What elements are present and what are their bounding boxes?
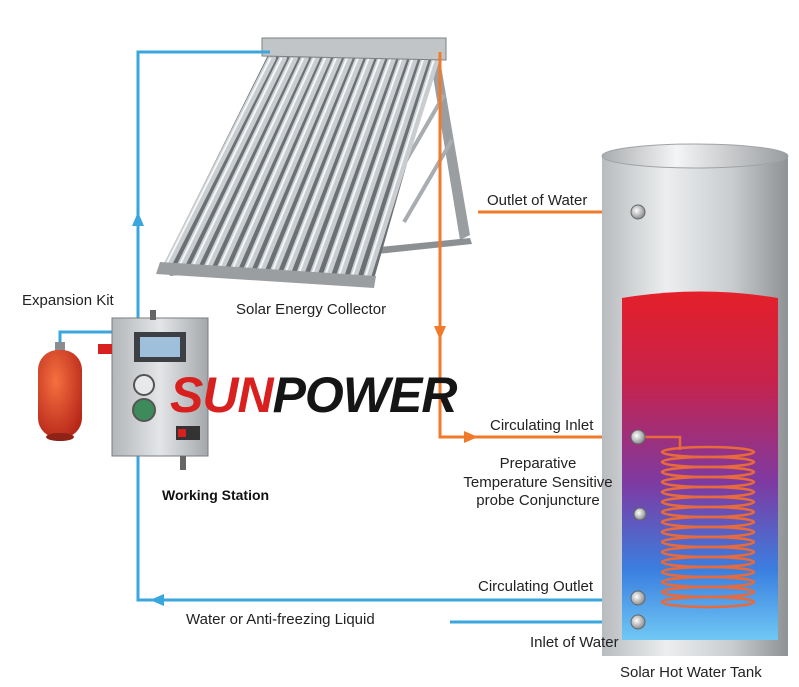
label-solar-collector: Solar Energy Collector: [236, 301, 386, 318]
vacuum-tube-highlight: [336, 57, 414, 279]
label-inlet-of-water: Inlet of Water: [530, 634, 619, 651]
flow-arrow-left-icon: [150, 594, 164, 606]
vacuum-tube-highlight: [350, 57, 425, 280]
working-station: [98, 310, 209, 470]
expansion-kit-valve: [55, 342, 65, 352]
vacuum-tube: [162, 54, 276, 272]
vacuum-tube: [188, 54, 298, 274]
sensor-port: [633, 507, 647, 521]
station-pump-icon: [132, 398, 156, 422]
heat-exchanger-coil: [645, 435, 756, 609]
vacuum-tube: [255, 54, 353, 278]
brand-logo-part2: POWER: [273, 367, 458, 423]
vacuum-tube: [362, 54, 440, 284]
collector-tubes: [162, 54, 440, 284]
solar-collector: [156, 37, 472, 288]
vacuum-tube-highlight: [176, 57, 283, 270]
expansion-kit-base: [46, 433, 74, 441]
vacuum-tube: [282, 54, 375, 280]
vacuum-tube: [308, 54, 397, 281]
label-probe-line3: probe Conjuncture: [476, 492, 599, 509]
station-display: [140, 337, 180, 357]
vacuum-tube-highlight: [190, 57, 294, 271]
label-expansion-kit: Expansion Kit: [22, 292, 115, 309]
label-liquid: Water or Anti-freezing Liquid: [186, 611, 375, 628]
vacuum-tube: [335, 54, 419, 283]
vacuum-tube-highlight: [230, 57, 327, 273]
vacuum-tube-highlight: [283, 57, 370, 276]
expansion-kit: [38, 342, 82, 441]
expansion-kit-vessel: [38, 350, 82, 438]
vacuum-tube-highlight: [243, 57, 338, 274]
label-circulating-inlet: Circulating Inlet: [490, 417, 594, 434]
vacuum-tube: [348, 54, 430, 284]
hot-water-tank: [601, 143, 789, 656]
circulating-outlet-port: [630, 590, 646, 606]
label-working-station: Working Station: [162, 487, 269, 503]
brand-logo: SUNPOWER: [170, 367, 457, 423]
station-fitting: [180, 456, 186, 470]
inlet-port: [630, 614, 646, 630]
flow-arrow-up-icon: [132, 212, 144, 226]
vacuum-tube-highlight: [203, 57, 305, 271]
tank-top: [601, 143, 789, 169]
coil-lead: [645, 435, 682, 450]
circulating-inlet-port: [630, 429, 646, 445]
coil-turn: [660, 595, 756, 609]
vacuum-tube-highlight: [270, 57, 359, 275]
vacuum-tube-highlight: [323, 57, 403, 278]
flow-arrow-right-icon: [464, 431, 478, 443]
vacuum-tube-highlight: [256, 57, 348, 274]
collector-bottom-rail: [156, 262, 376, 288]
vacuum-tube: [175, 54, 287, 273]
vacuum-tube-highlight: [310, 57, 392, 278]
station-gauge-icon: [133, 374, 155, 396]
collector-rear-leg: [432, 60, 470, 240]
vacuum-tube-highlight: [363, 57, 436, 281]
vacuum-tube: [242, 54, 342, 277]
vacuum-tube-highlight: [163, 57, 272, 269]
vacuum-tube: [295, 54, 386, 280]
flow-arrow-down-icon: [434, 326, 446, 340]
label-outlet-of-water: Outlet of Water: [487, 192, 587, 209]
vacuum-tube-highlight: [296, 57, 381, 277]
collector-brace: [402, 138, 454, 224]
vacuum-tube: [215, 54, 320, 276]
station-fitting: [150, 310, 156, 320]
vacuum-tube: [268, 54, 364, 279]
station-valve-red: [98, 344, 112, 354]
hot-feed-pipe: [438, 52, 638, 439]
label-probe-line2: Temperature Sensitive: [463, 474, 612, 491]
collector-manifold: [261, 37, 447, 61]
station-switch-led: [178, 429, 186, 437]
vacuum-tube: [322, 54, 408, 282]
label-probe-line1: Preparative: [500, 455, 577, 472]
outlet-port: [630, 204, 646, 220]
vacuum-tube: [228, 54, 331, 276]
vacuum-tube-highlight: [216, 57, 316, 272]
label-circulating-outlet: Circulating Outlet: [478, 578, 594, 595]
label-tank: Solar Hot Water Tank: [620, 664, 762, 681]
vacuum-tube: [202, 54, 309, 275]
brand-logo-part1: SUN: [170, 367, 274, 423]
